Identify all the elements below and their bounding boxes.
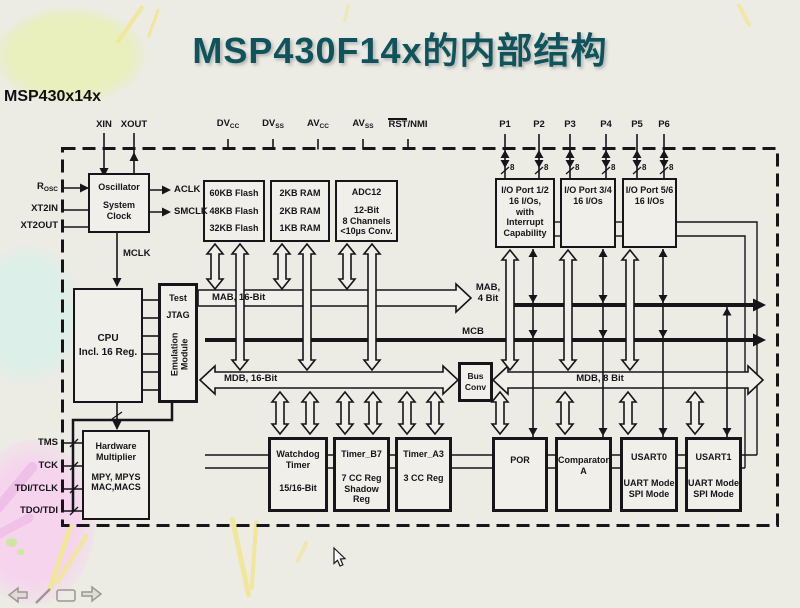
decor-green-dot <box>6 538 17 547</box>
pin-label-avcc: AVCC <box>307 118 329 130</box>
nav-slide-box-icon[interactable] <box>56 589 76 602</box>
decor-green-dot <box>17 549 25 555</box>
nav-pen-icon[interactable] <box>35 588 51 604</box>
pin-label-p3: P3 <box>564 119 576 130</box>
bus-width-8: 8 <box>510 163 515 172</box>
bus-width-8: 8 <box>575 163 580 172</box>
bus-label-mcb: MCB <box>462 326 484 337</box>
decor-green-blob <box>0 8 145 103</box>
pin-label-p1: P1 <box>499 119 511 130</box>
pin-label-xout: XOUT <box>120 119 148 130</box>
arrowheads <box>80 150 766 436</box>
pin-label-dvss: DVSS <box>262 118 284 130</box>
pin-label-p4: P4 <box>600 119 612 130</box>
bus-label-mdb16: MDB, 16-Bit <box>224 373 278 384</box>
jtag-chain-wire <box>71 403 174 512</box>
pin-label-tdo-tdi: TDO/TDI <box>20 505 58 516</box>
bus-label-mab4: MAB,4 Bit <box>475 282 501 305</box>
slide-title: MSP430F14x的内部结构 <box>192 30 608 71</box>
block-por: POR <box>492 437 548 512</box>
clock-label-aclk: ACLK <box>174 184 201 195</box>
pin-label-p6: P6 <box>658 119 670 130</box>
pin-label-xt2in: XT2IN <box>31 203 58 214</box>
pin-label-xin: XIN <box>96 119 112 130</box>
bus-width-8: 8 <box>611 163 616 172</box>
clock-label-mclk: MCLK <box>123 248 151 259</box>
bus-width-8: 8 <box>669 163 674 172</box>
mdb8-bus-arrow <box>491 364 765 396</box>
pin-label-p5: P5 <box>631 119 643 130</box>
pin-label-xt2out: XT2OUT <box>20 220 58 231</box>
pin-label-tdi-tclk: TDI/TCLK <box>14 483 58 494</box>
bus-width-8: 8 <box>642 163 647 172</box>
clock-label-smclk: SMCLK <box>174 206 208 217</box>
bus-width-8: 8 <box>544 163 549 172</box>
pin-label-rst-nmi: RST/NMI <box>388 118 428 130</box>
presenter-nav <box>7 585 103 604</box>
chip-boundary <box>61 147 779 527</box>
hollow-bus-arrows <box>197 242 765 436</box>
pin-label-tck: TCK <box>38 460 58 471</box>
bus-label-mdb8: MDB, 8 Bit <box>576 373 624 384</box>
chip-family-label: MSP430x14x <box>4 88 101 105</box>
pin-label-rosc: ROSC <box>37 181 58 193</box>
pin-label-dvcc: DVCC <box>216 118 240 130</box>
bus-label-mab16: MAB, 16-Bit <box>212 292 266 303</box>
nav-back-arrow-icon[interactable] <box>7 586 28 604</box>
pin-label-p2: P2 <box>533 119 545 130</box>
port-bus-columns <box>532 249 728 437</box>
mouse-cursor <box>333 546 347 567</box>
nav-forward-arrow-icon[interactable] <box>81 585 103 603</box>
pin-label-avss: AVSS <box>352 118 374 130</box>
pin-label-tms: TMS <box>37 437 58 448</box>
